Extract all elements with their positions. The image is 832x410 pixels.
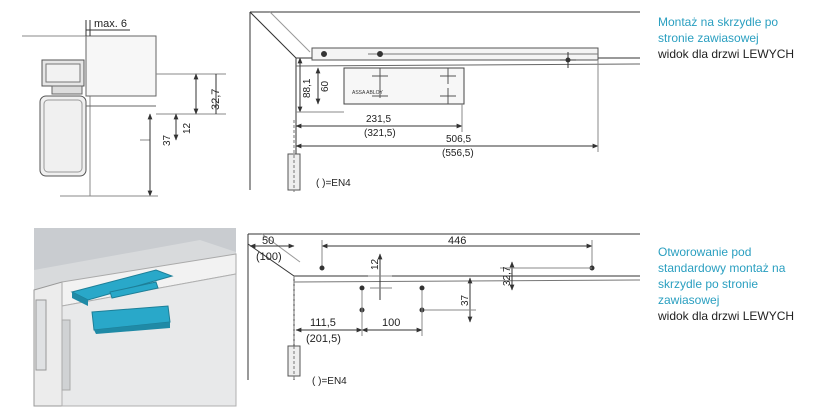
caption-bottom-line-3: skrzydle po stronie (658, 277, 759, 291)
caption-bottom: Otworowanie pod standardowy montaż na sk… (658, 244, 828, 324)
drill-dim-32-7: 32,7 (502, 266, 513, 286)
side-dim-12: 12 (182, 122, 193, 134)
caption-top-line-2: stronie zawiasowej (658, 31, 759, 45)
top-dim-321-5: (321,5) (364, 128, 396, 139)
top-dim-60: 60 (320, 80, 331, 92)
product-photo (33, 228, 237, 407)
top-dim-556-5: (556,5) (442, 148, 474, 159)
top-dim-231-5: 231,5 (366, 114, 391, 125)
drill-dim-50: 50 (262, 235, 274, 247)
side-dim-32-7: 32,7 (210, 89, 222, 110)
caption-top: Montaż na skrzydle po stronie zawiasowej… (658, 14, 828, 62)
drill-dim-100-paren: (100) (256, 251, 282, 263)
drill-dim-100: 100 (382, 317, 400, 329)
side-view (22, 20, 226, 197)
drill-en4-note: ( )=EN4 (312, 376, 347, 387)
top-dim-506-5: 506,5 (446, 134, 471, 145)
side-dim-37: 37 (162, 134, 173, 146)
drill-dim-446: 446 (448, 235, 466, 247)
caption-top-line-1: Montaż na skrzydle po (658, 15, 779, 29)
top-en4-note: ( )=EN4 (316, 178, 351, 189)
caption-bottom-line-2: standardowy montaż na (658, 261, 786, 275)
top-plan-view (249, 11, 641, 192)
drill-dim-201-5: (201,5) (306, 333, 341, 345)
top-dim-88-1: 88,1 (302, 78, 313, 98)
caption-bottom-line-4: zawiasowej (658, 293, 720, 307)
drill-dim-111-5: 111,5 (310, 317, 336, 329)
drill-dim-12: 12 (370, 258, 381, 270)
drill-dim-37: 37 (460, 294, 471, 306)
caption-bottom-subtitle: widok dla drzwi LEWYCH (658, 309, 795, 323)
drill-plan-view (247, 233, 641, 380)
caption-top-subtitle: widok dla drzwi LEWYCH (658, 47, 795, 61)
assa-abloy-logo: ASSA ABLOY (352, 90, 384, 96)
caption-bottom-line-1: Otworowanie pod (658, 245, 752, 259)
side-max-label: max. 6 (94, 18, 127, 30)
